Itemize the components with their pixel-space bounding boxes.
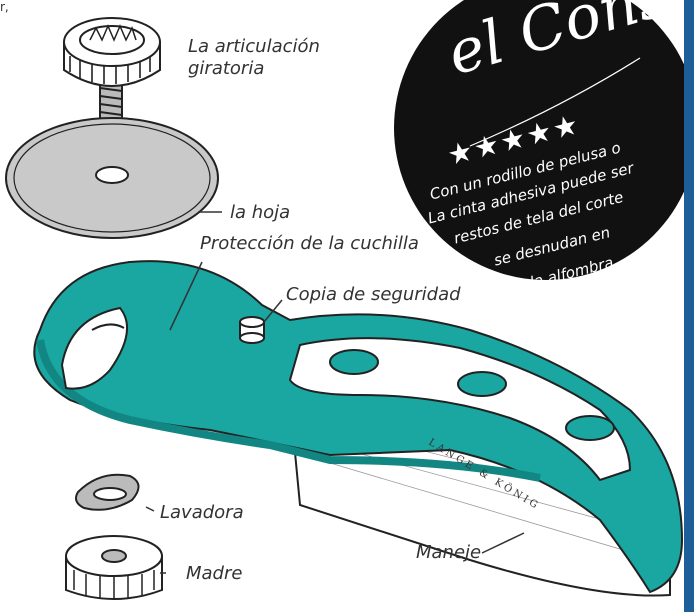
washer-part — [76, 475, 139, 510]
pivot-label: La articulación giratoria — [188, 36, 320, 79]
washer-label: Lavadora — [160, 502, 244, 524]
nut-part — [66, 536, 162, 600]
pivot-knob-part — [64, 18, 160, 120]
backup-pin-part — [240, 317, 264, 343]
blade-label: la hoja — [230, 202, 290, 224]
backup-label: Copia de seguridad — [286, 284, 461, 306]
corner-fragment-text: r, — [0, 0, 9, 14]
blade-part — [6, 118, 218, 238]
handle-label: Maneje — [416, 542, 481, 564]
page-edge-bar — [684, 0, 694, 612]
blade-guard-label: Protección de la cuchilla — [200, 233, 419, 255]
nut-label: Madre — [186, 563, 242, 585]
